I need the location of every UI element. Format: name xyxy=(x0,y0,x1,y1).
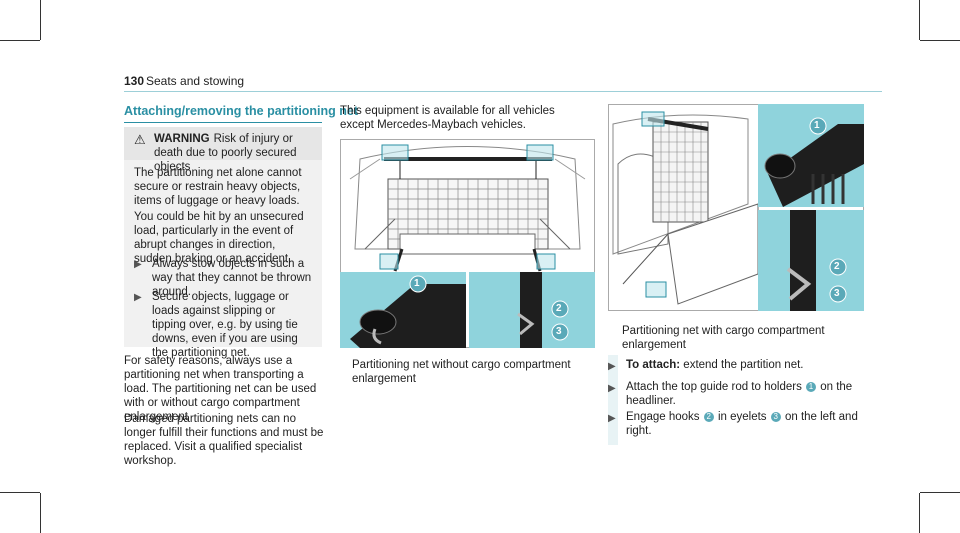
warning-body: The partitioning net alone cannot secure… xyxy=(134,166,314,266)
crop-mark xyxy=(0,492,40,493)
figure-caption: Partitioning net without cargo compartme… xyxy=(352,359,571,385)
callout-badge: 2 xyxy=(703,411,714,422)
callout-badge: 1 xyxy=(806,381,817,392)
figure-without-enlargement: 1 2 3 xyxy=(340,139,595,348)
callout-1: 1 xyxy=(414,278,420,289)
callout-3: 3 xyxy=(556,326,562,337)
step-mid: in eyelets xyxy=(717,411,767,423)
callout-2: 2 xyxy=(556,303,562,314)
cargo-area-illustration xyxy=(340,139,595,348)
cargo-enlarged-illustration xyxy=(608,104,864,311)
warning-header xyxy=(124,127,322,160)
step-tail: on the left and right. xyxy=(626,411,858,437)
warning-headline: Risk of injury or death due to poorly se… xyxy=(154,133,297,173)
crop-mark xyxy=(0,40,40,41)
callout-1: 1 xyxy=(814,120,820,131)
warning-paragraph: The partitioning net alone cannot secure… xyxy=(134,167,302,207)
step-text: Attach the top guide rod to holders xyxy=(626,381,802,393)
crop-mark xyxy=(919,0,920,40)
play-arrow-icon: ▶ xyxy=(608,383,616,394)
header-rule xyxy=(124,91,882,92)
warning-paragraph: You could be hit by an unsecured load, p… xyxy=(134,211,304,265)
warning-label: WARNING xyxy=(154,133,210,145)
section-rule xyxy=(124,122,322,123)
paragraph: For safety reasons, always use a partiti… xyxy=(124,355,317,423)
step-lead: To attach: xyxy=(626,359,681,371)
step-text: Engage hooks xyxy=(626,411,700,423)
paragraph: Damaged partitioning nets can no longer … xyxy=(124,413,324,467)
crop-mark xyxy=(40,0,41,40)
crop-mark xyxy=(40,493,41,533)
play-arrow-icon: ▶ xyxy=(134,259,142,270)
crop-mark xyxy=(920,492,960,493)
figure-caption: Partitioning net with cargo compartment … xyxy=(622,325,825,351)
page-number: 130 xyxy=(124,74,145,88)
play-arrow-icon: ▶ xyxy=(608,361,616,372)
play-arrow-icon: ▶ xyxy=(134,292,142,303)
bullet-text: Secure objects, luggage or loads against… xyxy=(152,291,298,359)
bullet-text: Always stow objects in such a way that t… xyxy=(152,258,312,298)
running-header: Seats and stowing xyxy=(146,74,245,88)
callout-2: 2 xyxy=(834,261,840,272)
step-bar xyxy=(608,355,618,445)
warning-triangle-icon: ⚠ xyxy=(134,132,146,147)
step-text: extend the partition net. xyxy=(683,359,804,371)
callout-3: 3 xyxy=(834,288,840,299)
callout-badge: 3 xyxy=(770,411,781,422)
play-arrow-icon: ▶ xyxy=(608,413,616,424)
paragraph: This equipment is available for all vehi… xyxy=(340,105,555,131)
section-title: Attaching/removing the partitioning net xyxy=(124,104,359,118)
figure-with-enlargement: 1 2 3 xyxy=(608,104,864,311)
step-tail: on the headliner. xyxy=(626,381,853,407)
crop-mark xyxy=(920,40,960,41)
crop-mark xyxy=(919,493,920,533)
